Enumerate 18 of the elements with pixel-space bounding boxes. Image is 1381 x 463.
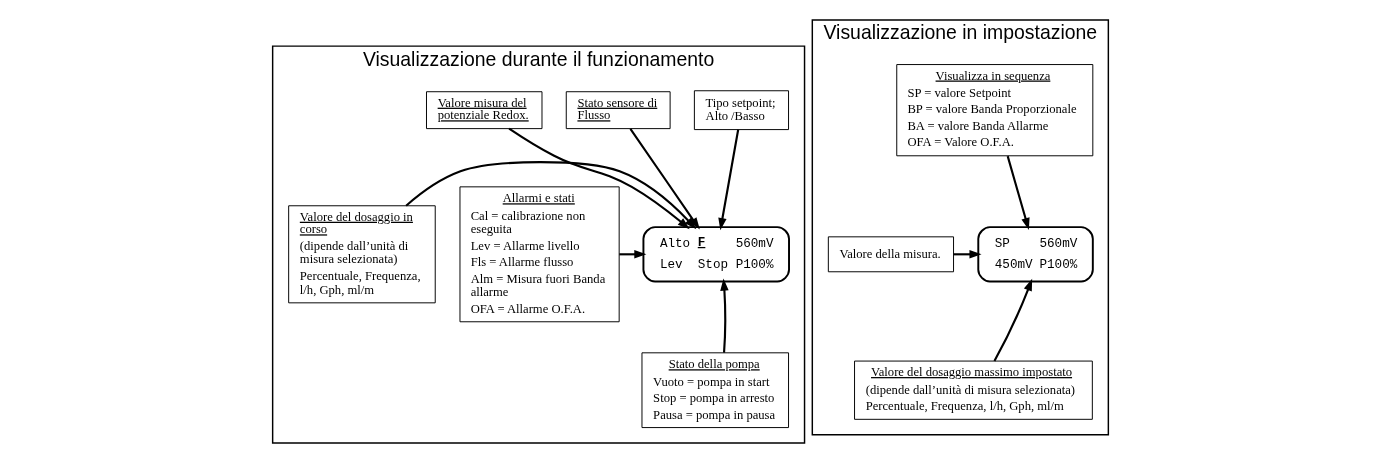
node-box: Stato della pompa Vuoto = pompa in start Stop = pompa in arresto Pausa = pompa in pausa — [641, 352, 789, 429]
arrow — [993, 278, 1033, 362]
node-box: Tipo setpoint; Alto /Basso — [693, 90, 789, 131]
node-box: Valore del dosaggio in corso (dipende dall’unità di misura selezionata) Percentuale, Frequenza, l/h, Gph, ml/m — [288, 205, 436, 304]
node-box: Allarmi e stati Cal = calibrazione non eseguita Lev = Allarme livello Fls = Allarme flusso Alm = Misura fuori Banda allarme OFA = Allarme O.F.A. — [459, 186, 620, 323]
node-box: SP 560mV 450mV P100% — [977, 226, 1094, 283]
arrow — [629, 128, 700, 230]
node-box: Visualizza in sequenza SP = valore Setpoint BP = valore Banda Proporzionale BA = valore Banda Allarme OFA = Valore O.F.A. — [896, 64, 1094, 157]
node-box: Stato sensore di Flusso — [565, 91, 671, 130]
arrow — [720, 278, 729, 353]
arrow — [718, 129, 740, 231]
node-box: Valore della misura. — [827, 236, 955, 273]
arrow — [1006, 155, 1030, 230]
node-box: Valore misura del potenziale Redox. — [426, 91, 543, 130]
node-box: Alto F 560mV Lev Stop P100% — [642, 226, 790, 283]
arrow — [508, 127, 690, 230]
node-box: Valore del dosaggio massimo impostato (dipende dall’unità di misura selezionata) Percentuale, Frequenza, l/h, Gph, ml/m — [854, 360, 1093, 420]
arrow — [405, 161, 697, 230]
